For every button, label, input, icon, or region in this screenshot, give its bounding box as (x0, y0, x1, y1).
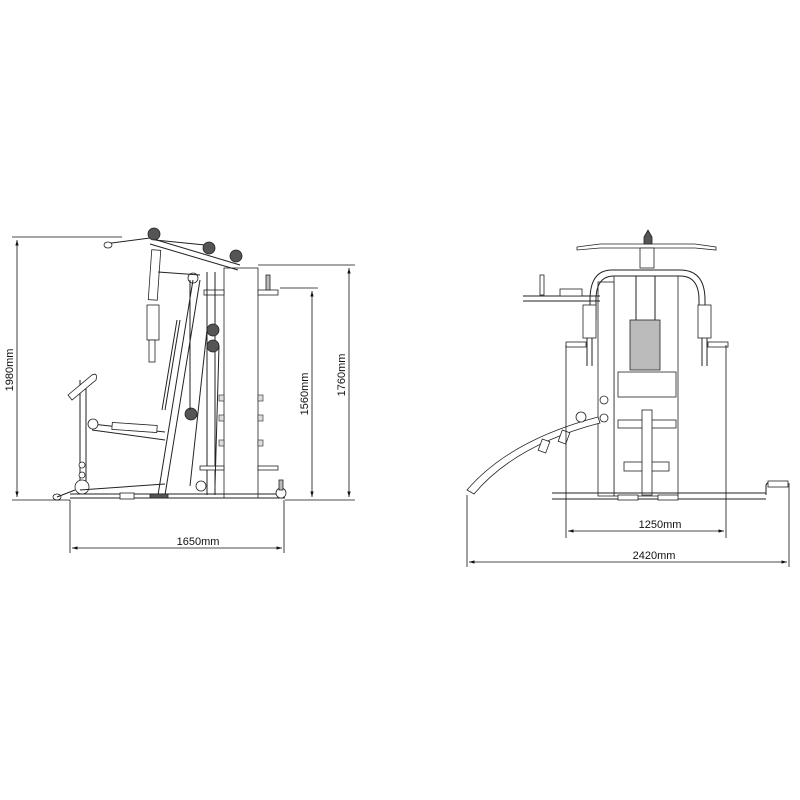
press-arm (146, 249, 201, 363)
press-pad-left (582, 304, 597, 339)
main-upright (157, 279, 201, 496)
pulley-icon (206, 339, 220, 353)
press-handles (565, 338, 729, 366)
height-mid-label: 1560mm (299, 373, 311, 416)
stack-guide-rods (635, 276, 656, 320)
bench-pivot (575, 411, 587, 423)
tower-bolts (218, 394, 264, 447)
press-pad-right (697, 304, 712, 339)
ab-bench (466, 416, 601, 495)
side-handle (523, 274, 600, 302)
front-base (552, 480, 789, 501)
tower-peg (265, 274, 271, 291)
front-upright (597, 281, 615, 497)
front-view (466, 229, 789, 501)
top-pulley-icon (643, 229, 653, 245)
pulley-icon (202, 241, 216, 255)
height-tower-label: 1760mm (336, 354, 348, 397)
pulley-icon (147, 227, 161, 241)
front-dimensions: 1250mm 2420mm (466, 345, 790, 567)
frame-width-label: 1250mm (639, 519, 682, 531)
pulley-icon (195, 480, 207, 492)
tower-bracket-right (257, 289, 279, 296)
top-arm (103, 237, 241, 271)
tower-foot-bracket (199, 465, 225, 471)
seat (87, 418, 166, 441)
lat-bar-bracket (639, 247, 655, 269)
cables (189, 280, 220, 487)
seat-post (641, 409, 653, 496)
adjustment-knob (599, 413, 609, 423)
back-pad (67, 373, 97, 401)
total-width-label: 2420mm (633, 550, 676, 562)
lat-bar (576, 243, 717, 251)
tower-foot-bracket (257, 465, 279, 471)
side-base (52, 479, 287, 501)
press-arm-frame (589, 269, 706, 320)
side-dimensions: 1980mm 1560mm 1760mm 1650mm (4, 236, 355, 553)
depth-label: 1650mm (177, 536, 220, 548)
seat-back-pad (617, 371, 677, 398)
pulley-icon (184, 407, 198, 421)
height-total-label: 1980mm (4, 349, 16, 392)
pulley-icon (229, 249, 243, 263)
tower-bracket-left (203, 289, 225, 296)
back-pad-post (67, 373, 166, 495)
weight-stack-tower (223, 267, 259, 499)
side-view (52, 227, 287, 501)
pulley-icon (206, 323, 220, 337)
weight-stack (629, 319, 661, 371)
adjustment-knob (599, 395, 609, 405)
foot-holder (537, 438, 551, 454)
